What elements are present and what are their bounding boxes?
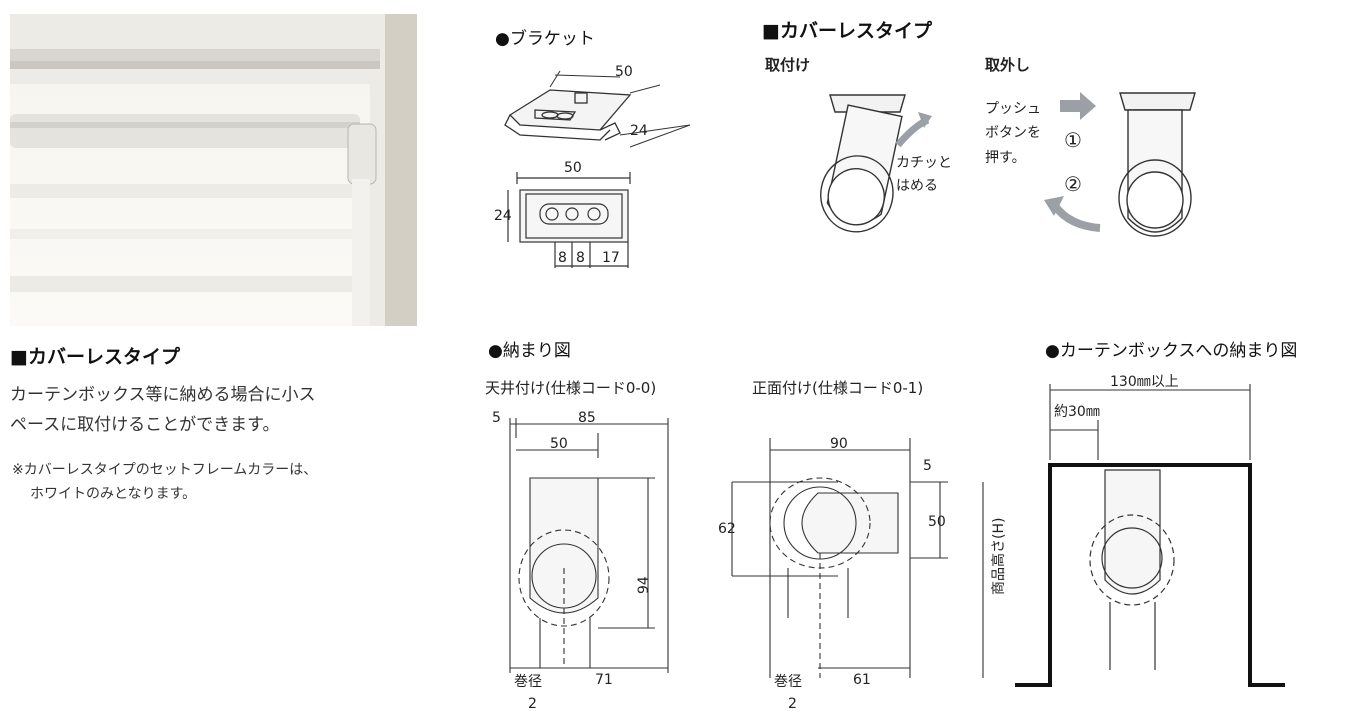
curtain-box-drawing: 130㎜以上 約30㎜ — [1015, 374, 1285, 687]
ceiling-mount-drawing: 天井付け(仕様コード0-0) 5 85 50 94 71 巻径 2 — [485, 379, 669, 711]
left-note-line1: ※カバーレスタイプのセットフレームカラーは、 — [12, 462, 318, 478]
ceiling-dim-5: 5 — [492, 410, 501, 426]
click-line1: カチッと — [896, 155, 952, 171]
remove-label: 取外し — [985, 56, 1031, 74]
ceiling-dim-50: 50 — [550, 436, 568, 452]
click-line2: はめる — [896, 178, 938, 194]
front-dim-5: 5 — [923, 458, 932, 474]
coverless-title: ■カバーレスタイプ — [762, 20, 932, 42]
ceiling-dim-94: 94 — [636, 576, 652, 594]
box-dim-130: 130㎜以上 — [1110, 374, 1179, 390]
front-dim-90: 90 — [830, 436, 848, 452]
bracket-dim-height-plan: 24 — [494, 208, 512, 224]
step2-marker: ② — [1064, 172, 1082, 196]
fit-title: ●納まり図 — [488, 341, 571, 361]
bracket-dim-width-top: 50 — [615, 64, 633, 80]
front-dim-61: 61 — [853, 672, 871, 688]
attach-label: 取付け — [765, 56, 811, 74]
bracket-title: ●ブラケット — [495, 29, 595, 49]
ceiling-roll-line2: 2 — [528, 696, 537, 711]
remove-drawing — [1044, 92, 1196, 237]
box-dim-30: 約30㎜ — [1054, 404, 1100, 420]
left-body-line1: カーテンボックス等に納める場合に小ス — [10, 385, 316, 405]
bracket-dim-c: 17 — [602, 250, 620, 266]
push-arrow-icon — [1060, 92, 1096, 120]
push-line2: ボタンを — [985, 125, 1041, 141]
front-dim-50: 50 — [928, 514, 946, 530]
bracket-isometric-drawing: 50 24 — [504, 64, 691, 148]
attach-drawing — [820, 94, 932, 233]
box-title: ●カーテンボックスへの納まり図 — [1045, 341, 1298, 361]
bracket-dim-width-plan: 50 — [564, 160, 582, 176]
ceiling-roll-line1: 巻径 — [514, 674, 542, 690]
left-note-line2: ホワイトのみとなります。 — [30, 486, 197, 502]
bracket-dim-a: 8 — [558, 250, 567, 266]
push-line3: 押す。 — [985, 150, 1026, 166]
front-roll-line2: 2 — [788, 696, 797, 711]
step1-marker: ① — [1064, 128, 1082, 152]
ceiling-dim-85: 85 — [578, 410, 596, 426]
front-height-label: 商品高さ(H) — [990, 518, 1007, 595]
ceiling-dim-71: 71 — [595, 672, 613, 688]
left-section-title: ■カバーレスタイプ — [10, 346, 180, 368]
front-roll-line1: 巻径 — [774, 674, 802, 690]
blind-photo — [10, 14, 417, 326]
rotate-arrow-icon — [1044, 196, 1064, 216]
push-line1: プッシュ — [985, 101, 1041, 117]
front-dim-62: 62 — [718, 521, 736, 537]
front-caption: 正面付け(仕様コード0-1) — [752, 379, 923, 397]
bracket-dim-b: 8 — [576, 250, 585, 266]
ceiling-caption: 天井付け(仕様コード0-0) — [485, 379, 656, 397]
left-body-line2: ペースに取付けることができます。 — [10, 415, 280, 435]
bracket-dim-depth: 24 — [630, 123, 648, 139]
bracket-plan-drawing: 50 24 8 8 17 — [494, 160, 631, 268]
front-mount-drawing: 正面付け(仕様コード0-1) 90 5 62 50 商品高さ(H) 61 巻径 … — [718, 379, 1007, 711]
